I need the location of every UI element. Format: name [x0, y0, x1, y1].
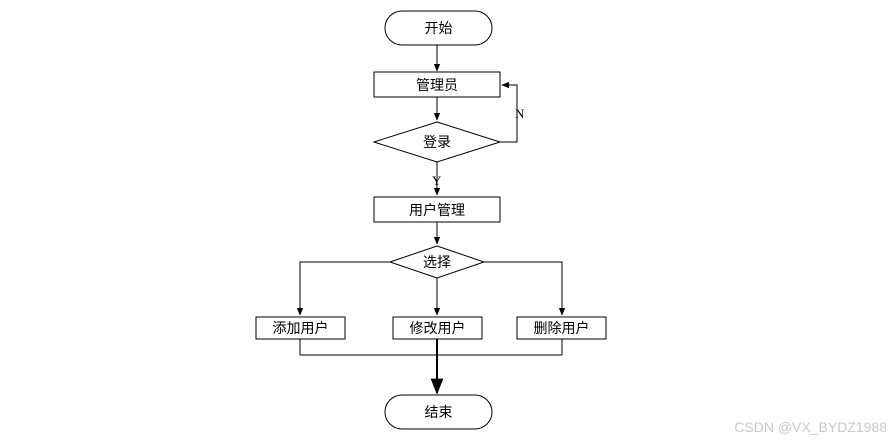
edge-choose-delete: [484, 261, 566, 316]
delete-user-label: 删除用户: [534, 320, 590, 337]
start-label: 开始: [425, 21, 453, 37]
start-terminator: [384, 10, 493, 46]
edit-user-label: 修改用户: [410, 320, 466, 337]
login-label: 登录: [423, 135, 451, 151]
yes-label: Y: [432, 173, 442, 188]
edge-login-no-loop: [500, 81, 518, 143]
watermark-text: CSDN @VX_BYDZ1988: [734, 419, 887, 435]
edge-choose-add: [296, 261, 390, 316]
admin-label: 管理员: [416, 78, 458, 94]
choose-label: 选择: [423, 255, 451, 271]
end-label: 结束: [425, 405, 453, 421]
user-manage-label: 用户管理: [409, 202, 465, 219]
admin-box: [373, 71, 501, 98]
add-user-label: 添加用户: [273, 320, 329, 337]
end-terminator: [384, 394, 493, 430]
no-label: N: [515, 106, 525, 121]
